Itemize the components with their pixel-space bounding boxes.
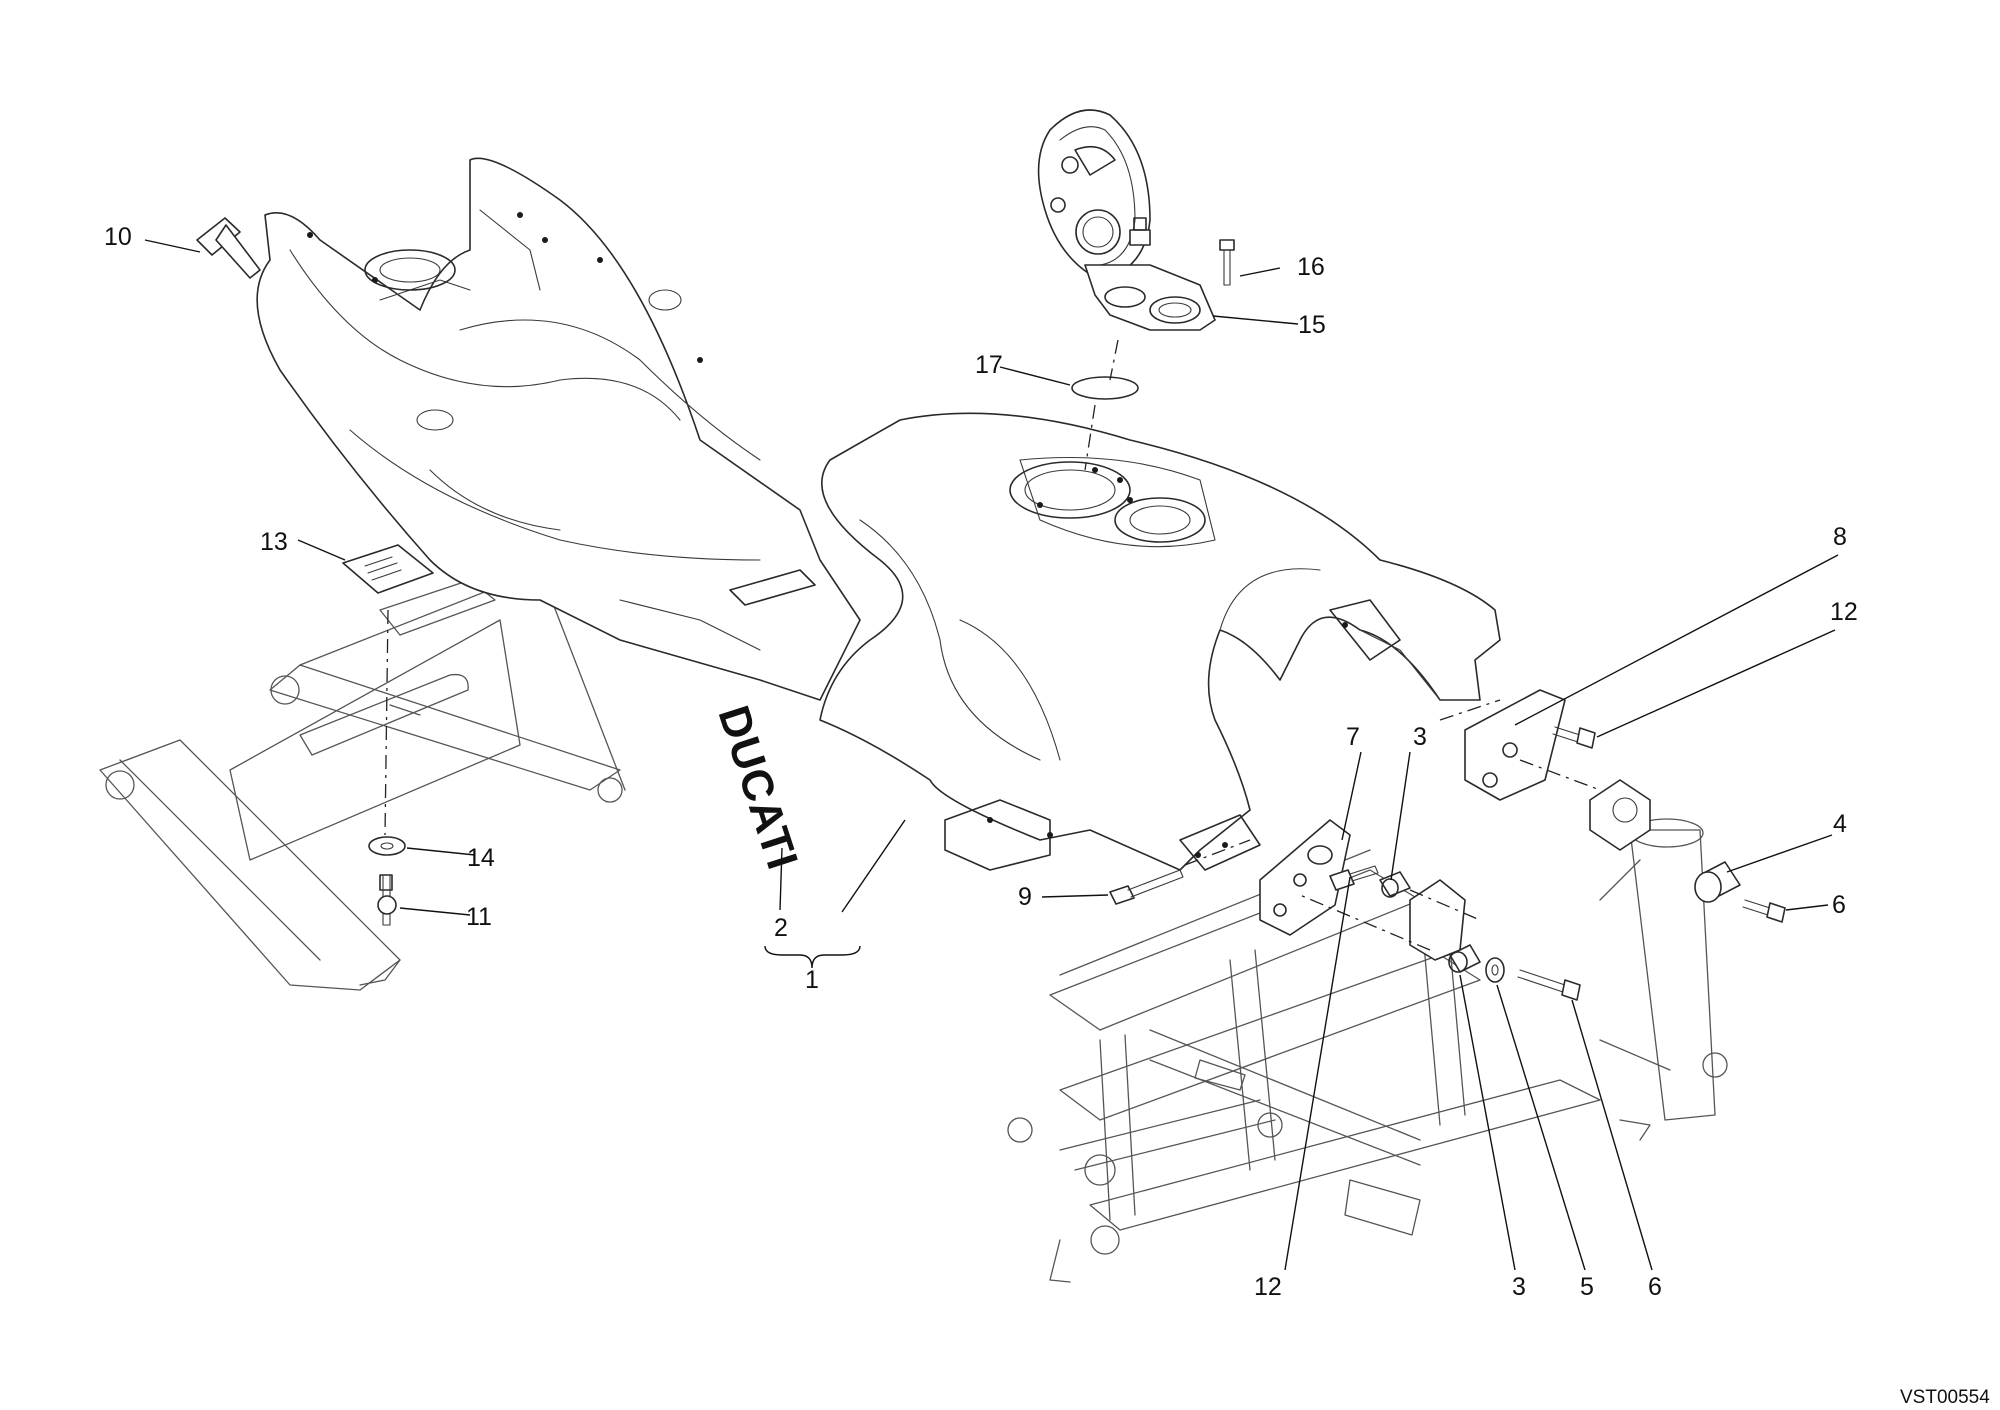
callout-12-lower: 12 xyxy=(1254,1273,1282,1301)
ducati-decal: DUCATI xyxy=(708,700,807,876)
callout-2: 2 xyxy=(774,914,788,942)
rear-subframe xyxy=(99,569,626,991)
spacer-3-upper xyxy=(1379,871,1481,921)
callout-labels: 10 13 14 11 17 16 15 8 12 7 3 4 6 9 2 1 … xyxy=(104,223,1858,1301)
rubber-pad-13 xyxy=(342,544,434,836)
motorcycle-frame xyxy=(1007,779,1728,1283)
drawing-code: VST00554 xyxy=(1900,1387,1990,1408)
tail-fairing xyxy=(256,157,861,701)
bracket-7 xyxy=(1259,819,1351,936)
callout-4: 4 xyxy=(1833,810,1847,838)
bolt-6-upper xyxy=(1742,899,1786,923)
callout-3-upper: 3 xyxy=(1413,723,1427,751)
callout-13: 13 xyxy=(260,528,288,556)
callout-7: 7 xyxy=(1346,723,1360,751)
bolt-12-upper xyxy=(1552,726,1596,749)
callout-11: 11 xyxy=(466,903,492,931)
callout-16: 16 xyxy=(1297,253,1325,281)
leader-lines xyxy=(144,239,1839,1271)
callout-12-upper: 12 xyxy=(1830,598,1858,626)
callout-14: 14 xyxy=(467,844,495,872)
callout-15: 15 xyxy=(1298,311,1326,339)
fuel-tank xyxy=(819,412,1501,871)
washer-5 xyxy=(1485,957,1505,983)
bolt-6-lower xyxy=(1299,894,1581,1001)
callout-9: 9 xyxy=(1018,883,1032,911)
fuel-filler-cap xyxy=(1037,109,1235,471)
callout-10: 10 xyxy=(104,223,132,251)
callout-17: 17 xyxy=(975,351,1003,379)
spacer-3-lower xyxy=(1448,944,1481,973)
bolt-9 xyxy=(1109,839,1251,905)
rubber-bumper-10 xyxy=(196,217,261,279)
bolt-11 xyxy=(377,874,397,926)
callout-6-lower: 6 xyxy=(1648,1273,1662,1301)
callout-1: 1 xyxy=(805,966,819,994)
washer-14 xyxy=(368,836,406,856)
callout-6-upper: 6 xyxy=(1832,891,1846,919)
callout-3-lower: 3 xyxy=(1512,1273,1526,1301)
callout-5: 5 xyxy=(1580,1273,1594,1301)
callout-8: 8 xyxy=(1833,523,1847,551)
bracket-8 xyxy=(1439,689,1601,801)
